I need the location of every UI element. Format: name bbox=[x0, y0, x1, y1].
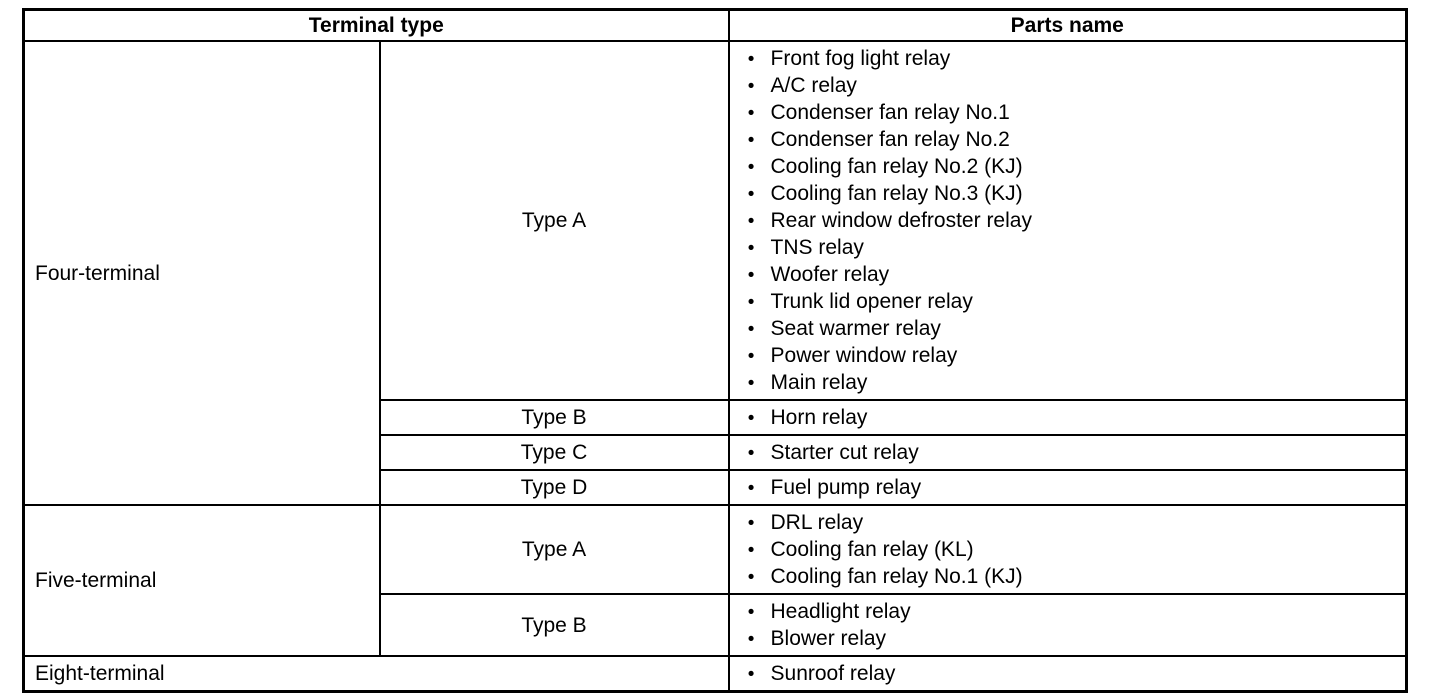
bullet-icon: • bbox=[747, 408, 755, 429]
part-label: Rear window defroster relay bbox=[770, 209, 1032, 232]
part-item: • Cooling fan relay No.1 (KJ) bbox=[730, 563, 1406, 590]
part-label: Woofer relay bbox=[770, 263, 890, 286]
bullet-icon: • bbox=[747, 157, 755, 178]
bullet-icon: • bbox=[747, 602, 755, 623]
part-label: Condenser fan relay No.1 bbox=[770, 101, 1010, 124]
type-cell: Type A bbox=[378, 40, 730, 401]
bullet-icon: • bbox=[747, 540, 755, 561]
part-item: • Condenser fan relay No.2 bbox=[730, 126, 1406, 153]
parts-cell: • Headlight relay • Blower relay bbox=[727, 593, 1408, 657]
bullet-icon: • bbox=[747, 184, 755, 205]
bullet-icon: • bbox=[747, 443, 755, 464]
table-row: Type D • Fuel pump relay bbox=[24, 469, 1408, 506]
part-label: Main relay bbox=[770, 371, 868, 394]
bullet-icon: • bbox=[747, 373, 755, 394]
type-cell: Type C bbox=[378, 434, 730, 471]
part-item: • Main relay bbox=[730, 369, 1406, 396]
part-item: • Trunk lid opener relay bbox=[730, 288, 1406, 315]
part-item: • Headlight relay bbox=[730, 598, 1406, 625]
bullet-icon: • bbox=[747, 513, 755, 534]
part-item: • A/C relay bbox=[730, 72, 1406, 99]
parts-cell: • Sunroof relay bbox=[727, 655, 1408, 693]
terminal-type-cell: Four-terminal bbox=[22, 40, 381, 506]
bullet-icon: • bbox=[747, 292, 755, 313]
bullet-icon: • bbox=[747, 346, 755, 367]
part-item: • Horn relay bbox=[730, 404, 1406, 431]
part-label: Headlight relay bbox=[770, 600, 911, 623]
part-label: Trunk lid opener relay bbox=[770, 290, 973, 313]
part-label: Condenser fan relay No.2 bbox=[770, 128, 1010, 151]
part-label: Seat warmer relay bbox=[770, 317, 941, 340]
part-item: • Sunroof relay bbox=[730, 660, 1406, 687]
table-row: Eight-terminal • Sunroof relay bbox=[22, 655, 1408, 693]
bullet-icon: • bbox=[747, 130, 755, 151]
part-label: Starter cut relay bbox=[770, 441, 919, 464]
bullet-icon: • bbox=[747, 103, 755, 124]
parts-cell: • Front fog light relay • A/C relay • Condens… bbox=[727, 40, 1408, 401]
header-row: Terminal type Parts name bbox=[22, 8, 1408, 42]
table-header: Terminal type Parts name bbox=[22, 8, 1408, 42]
part-item: • Power window relay bbox=[730, 342, 1406, 369]
part-item: • Rear window defroster relay bbox=[730, 207, 1406, 234]
parts-cell: • Starter cut relay bbox=[727, 434, 1408, 471]
part-label: DRL relay bbox=[770, 511, 864, 534]
part-label: Power window relay bbox=[770, 344, 958, 367]
parts-cell: • Horn relay bbox=[727, 399, 1408, 436]
part-label: Horn relay bbox=[770, 406, 868, 429]
part-label: TNS relay bbox=[770, 236, 864, 259]
bullet-icon: • bbox=[747, 567, 755, 588]
terminal-type-cell: Eight-terminal bbox=[22, 655, 730, 693]
part-item: • Condenser fan relay No.1 bbox=[730, 99, 1406, 126]
part-item: • DRL relay bbox=[730, 509, 1406, 536]
parts-cell: • Fuel pump relay bbox=[727, 469, 1408, 506]
terminal-type-cell: Five-terminal bbox=[22, 504, 381, 657]
part-item: • Cooling fan relay No.3 (KJ) bbox=[730, 180, 1406, 207]
table-row: Type B • Horn relay bbox=[24, 399, 1408, 436]
type-cell: Type A bbox=[378, 504, 730, 595]
table-row: Type C • Starter cut relay bbox=[24, 434, 1408, 471]
part-item: • Woofer relay bbox=[730, 261, 1406, 288]
header-terminal-type: Terminal type bbox=[22, 8, 730, 42]
parts-cell: • DRL relay • Cooling fan relay (KL) • Coolin… bbox=[727, 504, 1408, 595]
part-label: Cooling fan relay No.3 (KJ) bbox=[770, 182, 1023, 205]
bullet-icon: • bbox=[747, 319, 755, 340]
type-cell: Type B bbox=[378, 399, 730, 436]
bullet-icon: • bbox=[747, 238, 755, 259]
part-label: Fuel pump relay bbox=[770, 476, 922, 499]
bullet-icon: • bbox=[747, 265, 755, 286]
table-row: Type B • Headlight relay • Blower relay bbox=[24, 593, 1408, 657]
part-item: • Blower relay bbox=[730, 625, 1406, 652]
part-item: • Cooling fan relay No.2 (KJ) bbox=[730, 153, 1406, 180]
bullet-icon: • bbox=[747, 76, 755, 97]
part-item: • Starter cut relay bbox=[730, 439, 1406, 466]
part-label: A/C relay bbox=[770, 74, 857, 97]
header-parts-name: Parts name bbox=[727, 8, 1408, 42]
bullet-icon: • bbox=[747, 49, 755, 70]
part-label: Front fog light relay bbox=[770, 47, 951, 70]
part-label: Cooling fan relay No.1 (KJ) bbox=[770, 565, 1023, 588]
bullet-icon: • bbox=[747, 629, 755, 650]
part-label: Blower relay bbox=[770, 627, 887, 650]
part-item: • Seat warmer relay bbox=[730, 315, 1406, 342]
part-item: • Fuel pump relay bbox=[730, 474, 1406, 501]
part-item: • TNS relay bbox=[730, 234, 1406, 261]
part-label: Sunroof relay bbox=[770, 662, 896, 685]
part-label: Cooling fan relay (KL) bbox=[770, 538, 974, 561]
part-label: Cooling fan relay No.2 (KJ) bbox=[770, 155, 1023, 178]
part-item: • Cooling fan relay (KL) bbox=[730, 536, 1406, 563]
part-item: • Front fog light relay bbox=[730, 45, 1406, 72]
type-cell: Type B bbox=[378, 593, 730, 657]
type-cell: Type D bbox=[378, 469, 730, 506]
bullet-icon: • bbox=[747, 664, 755, 685]
bullet-icon: • bbox=[747, 478, 755, 499]
bullet-icon: • bbox=[747, 211, 755, 232]
